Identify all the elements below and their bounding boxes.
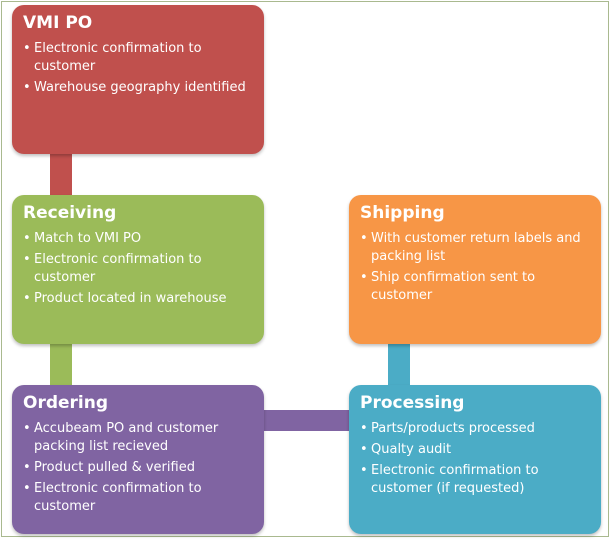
receiving-box: Receiving Match to VMI PO Electronic con… (12, 195, 264, 344)
list-item: Product located in warehouse (23, 290, 254, 308)
connector-processing-to-shipping (388, 344, 410, 385)
vmi-po-title: VMI PO (23, 13, 93, 33)
processing-box: Processing Parts/products processed Qual… (349, 385, 601, 534)
connector-receiving-to-ordering (50, 344, 72, 385)
ordering-list: Accubeam PO and customer packing list re… (23, 420, 254, 516)
list-item: Electronic confirmation to customer (23, 251, 254, 287)
list-item: Electronic confirmation to customer (23, 40, 254, 76)
list-item: With customer return labels and packing … (360, 230, 591, 266)
list-item: Parts/products processed (360, 420, 591, 438)
list-item: Warehouse geography identified (23, 79, 254, 97)
vmi-po-box: VMI PO Electronic confirmation to custom… (12, 5, 264, 154)
list-item: Match to VMI PO (23, 230, 254, 248)
list-item: Qualty audit (360, 441, 591, 459)
ordering-box: Ordering Accubeam PO and customer packin… (12, 385, 264, 534)
list-item: Product pulled & verified (23, 459, 254, 477)
processing-list: Parts/products processed Qualty audit El… (360, 420, 591, 498)
shipping-title: Shipping (360, 203, 445, 223)
shipping-box: Shipping With customer return labels and… (349, 195, 601, 344)
shipping-list: With customer return labels and packing … (360, 230, 591, 305)
processing-title: Processing (360, 393, 465, 413)
ordering-title: Ordering (23, 393, 109, 413)
list-item: Accubeam PO and customer packing list re… (23, 420, 254, 456)
list-item: Electronic confirmation to customer (if … (360, 462, 591, 498)
connector-vmi-po-to-receiving (50, 154, 72, 195)
list-item: Ship confirmation sent to customer (360, 269, 591, 305)
receiving-title: Receiving (23, 203, 117, 223)
connector-ordering-to-processing (264, 410, 349, 431)
list-item: Electronic confirmation to customer (23, 480, 254, 516)
receiving-list: Match to VMI PO Electronic confirmation … (23, 230, 254, 308)
vmi-po-list: Electronic confirmation to customer Ware… (23, 40, 254, 97)
